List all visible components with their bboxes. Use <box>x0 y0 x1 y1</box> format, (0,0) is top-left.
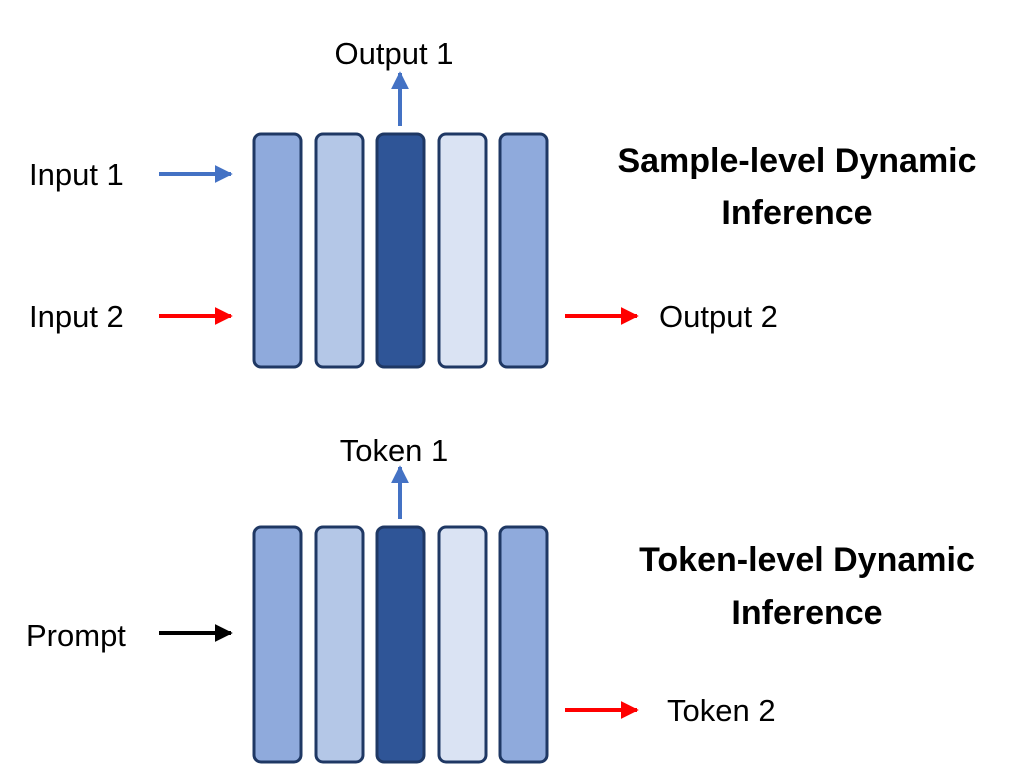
sample-level-title-line2: Inference <box>721 194 872 232</box>
sample-level-panel: Output 1 Input 1 Input 2 Output 2 Sample… <box>29 36 977 369</box>
prompt-label: Prompt <box>26 618 126 653</box>
token-layer-2 <box>314 525 365 764</box>
sample-layer-5 <box>498 132 549 369</box>
token-level-layer-stack <box>252 525 549 764</box>
sample-layer-1 <box>252 132 303 369</box>
token-level-title-line2: Inference <box>731 594 882 632</box>
token1-label: Token 1 <box>340 433 449 468</box>
input1-label: Input 1 <box>29 157 124 192</box>
sample-level-layer-stack <box>252 132 549 369</box>
token-layer-3 <box>375 525 426 764</box>
token-level-title-line1: Token-level Dynamic <box>639 541 975 579</box>
output2-label: Output 2 <box>659 299 778 334</box>
output1-label: Output 1 <box>335 36 454 71</box>
sample-layer-3 <box>375 132 426 369</box>
sample-level-title-line1: Sample-level Dynamic <box>617 142 976 180</box>
token-layer-4 <box>437 525 488 764</box>
sample-layer-4 <box>437 132 488 369</box>
sample-layer-2 <box>314 132 365 369</box>
token-layer-5 <box>498 525 549 764</box>
token-level-panel: Token 1 Prompt Token 2 Token-level Dynam… <box>26 433 975 764</box>
input2-label: Input 2 <box>29 299 124 334</box>
token2-label: Token 2 <box>667 693 776 728</box>
token-layer-1 <box>252 525 303 764</box>
